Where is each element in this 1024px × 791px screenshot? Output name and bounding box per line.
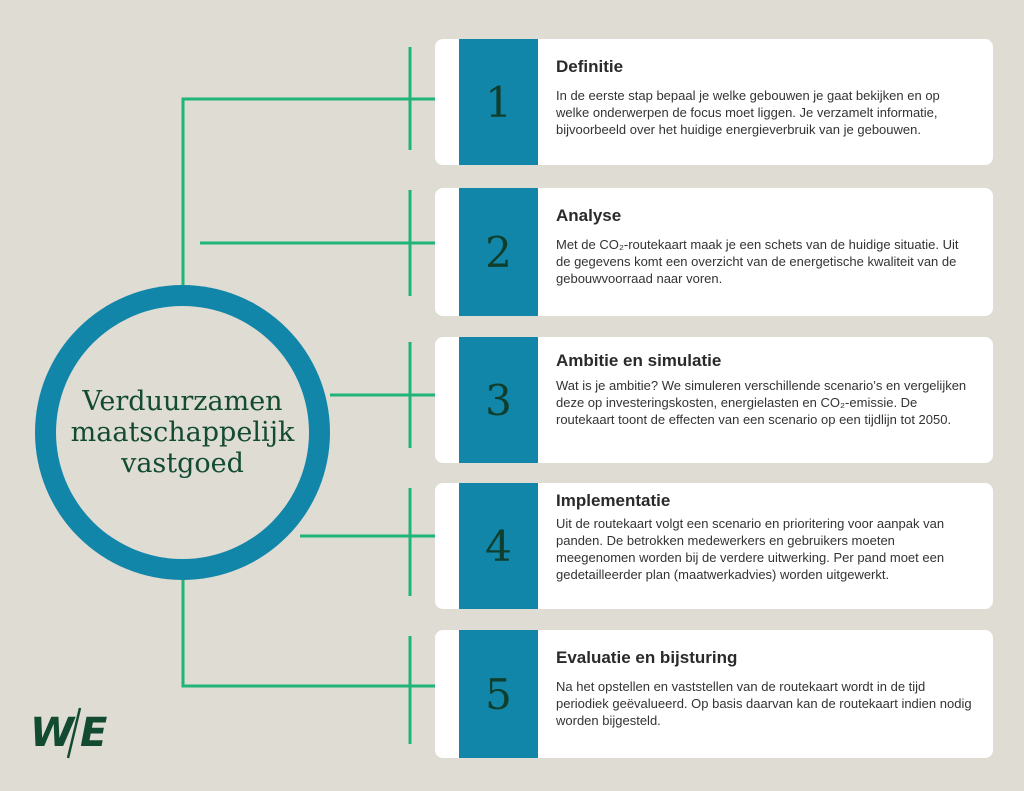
we-logo: W E	[30, 707, 107, 759]
step-title: Evaluatie en bijsturing	[556, 648, 738, 667]
step-number-band: 1	[459, 39, 538, 165]
center-ring-inner: Verduurzamen maatschappelijk vastgoed	[56, 306, 309, 559]
step-title: Analyse	[556, 206, 622, 225]
svg-text:E: E	[80, 710, 107, 756]
step-card-5: 5 Evaluatie en bijsturing Na het opstell…	[435, 630, 993, 758]
step-text: In de eerste stap bepaal je welke gebouw…	[556, 88, 940, 137]
step-card-2: 2 Analyse Met de CO₂-routekaart maak je …	[435, 188, 993, 316]
step-number-band: 2	[459, 188, 538, 316]
step-text: Met de CO₂-routekaart maak je een schets…	[556, 237, 959, 286]
step-card-4: 4 Implementatie Uit de routekaart volgt …	[435, 483, 993, 609]
step-text: Na het opstellen en vaststellen van de r…	[556, 679, 972, 728]
step-title: Definitie	[556, 57, 624, 76]
connector-step-1	[181, 97, 440, 290]
step-body: Definitie In de eerste stap bepaal je we…	[556, 57, 975, 138]
center-ring: Verduurzamen maatschappelijk vastgoed	[35, 285, 330, 580]
step-text: Uit de routekaart volgt een scenario en …	[556, 516, 945, 582]
step-number-band: 4	[459, 483, 538, 609]
step-number: 3	[485, 375, 512, 425]
step-card-3: 3 Ambitie en simulatie Wat is je ambitie…	[435, 337, 993, 463]
center-title-line: maatschappelijk	[70, 417, 295, 448]
step-number: 4	[485, 521, 512, 571]
step-title: Implementatie	[556, 491, 671, 510]
step-card-1: 1 Definitie In de eerste stap bepaal je …	[435, 39, 993, 165]
step-number: 5	[485, 669, 512, 719]
connector-step-5	[181, 545, 440, 688]
step-number-band: 5	[459, 630, 538, 758]
center-title-line: vastgoed	[121, 448, 244, 479]
step-body: Ambitie en simulatie Wat is je ambitie? …	[556, 351, 975, 428]
step-number: 2	[485, 227, 512, 277]
step-body: Implementatie Uit de routekaart volgt ee…	[556, 491, 975, 583]
center-title: Verduurzamen maatschappelijk vastgoed	[63, 386, 303, 479]
center-title-line: Verduurzamen	[82, 386, 283, 417]
step-number-band: 3	[459, 337, 538, 463]
step-number: 1	[485, 77, 512, 127]
step-text: Wat is je ambitie? We simuleren verschil…	[556, 378, 967, 427]
step-body: Analyse Met de CO₂-routekaart maak je ee…	[556, 206, 975, 287]
step-body: Evaluatie en bijsturing Na het opstellen…	[556, 648, 975, 729]
step-title: Ambitie en simulatie	[556, 351, 722, 370]
